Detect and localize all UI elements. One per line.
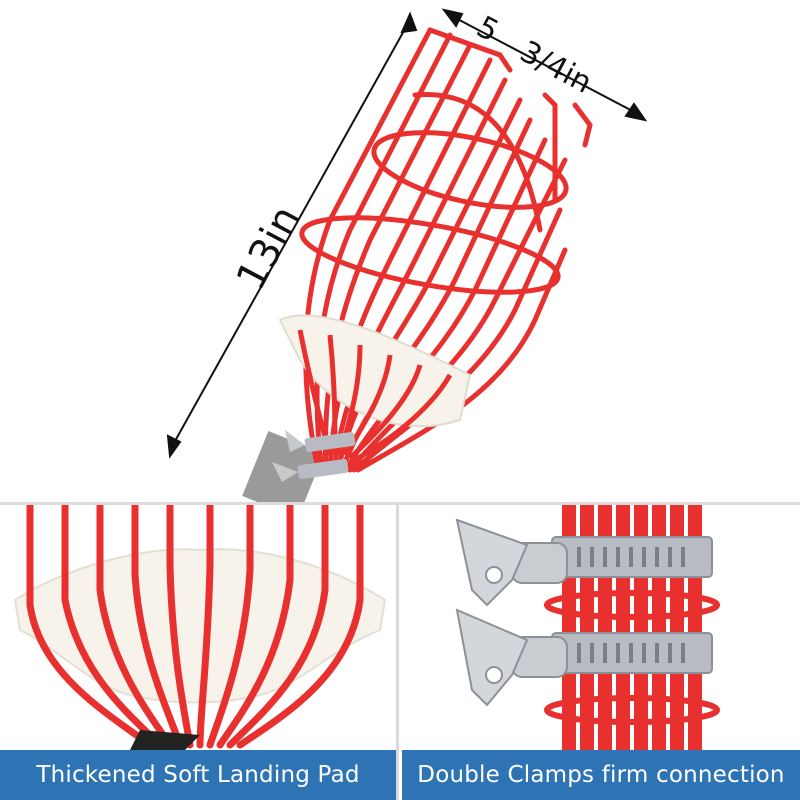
lower-clamp [455,608,713,707]
product-main-view: 13in 5 3/4in [166,8,648,505]
section-divider [0,502,800,505]
dimension-arrows [166,8,648,459]
pad-wires [26,505,364,749]
soft-landing-pad [278,314,472,428]
clamps-detail-panel: Double Clamps firm connection [402,505,800,800]
basket-ring-top [371,130,569,210]
stem-clamps [272,430,356,482]
right-caption: Double Clamps firm connection [402,750,800,800]
landing-pad-detail-panel: Thickened Soft Landing Pad [0,505,399,800]
left-caption: Thickened Soft Landing Pad [0,750,396,800]
fruit-picker-basket-illustration [166,8,648,505]
landing-pad-closeup [13,505,387,750]
clamp-rings [544,590,720,725]
basket-ring-middle [299,215,561,295]
double-clamps-closeup [455,505,720,750]
upper-clamp [455,518,713,607]
pole-end [130,730,200,750]
